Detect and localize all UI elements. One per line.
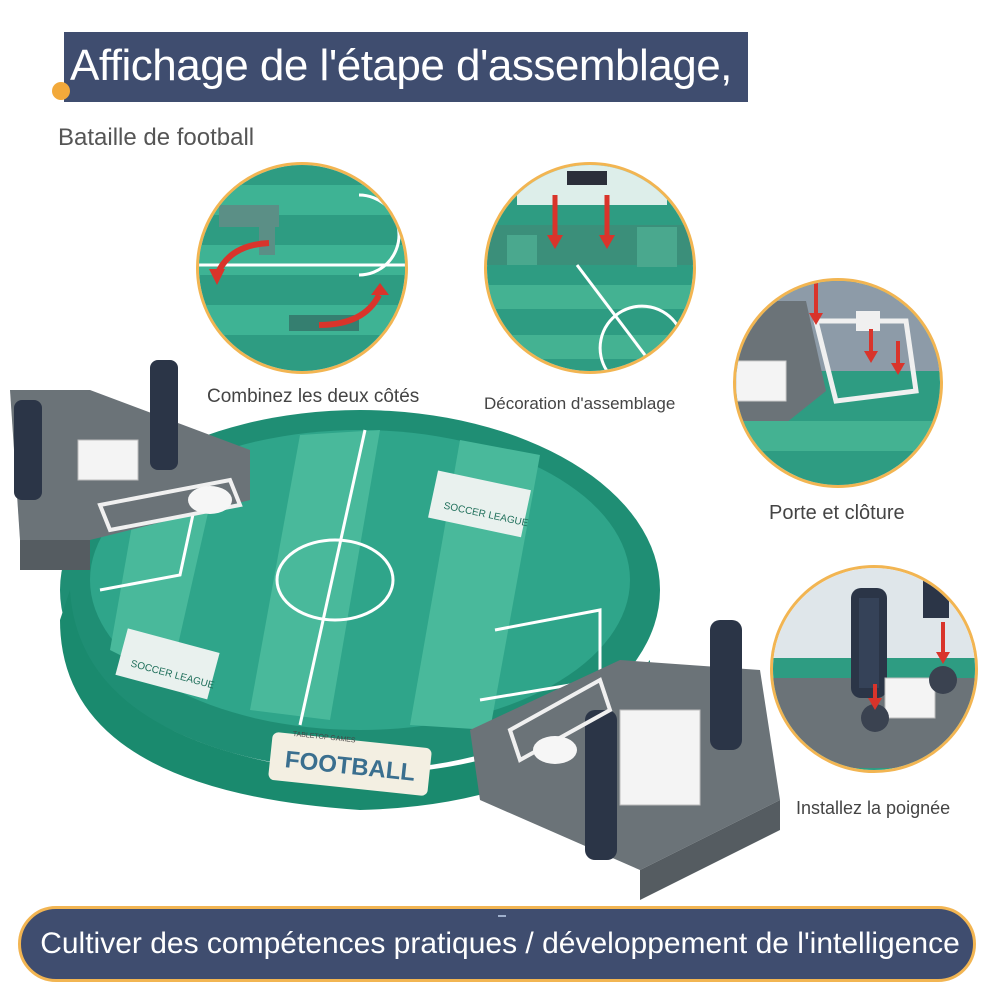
page-title: Affichage de l'étape d'assemblage, <box>70 41 732 90</box>
step-image-combine-sides <box>196 162 408 374</box>
step-caption-combine-sides: Combinez les deux côtés <box>207 386 420 407</box>
page-subtitle: Bataille de football <box>58 124 255 151</box>
title-banner <box>64 32 748 102</box>
football-board-image: SOCCER LEAGUE SOCCER LEAGUE TABLETOP GAM… <box>10 360 780 900</box>
step-image-decoration <box>484 162 696 374</box>
step-caption-handle: Installez la poignée <box>796 798 951 818</box>
right-goal-unit <box>470 620 780 900</box>
handle-icon <box>773 568 975 770</box>
step-caption-goal-fence: Porte et clôture <box>769 502 905 524</box>
footer-text: Cultiver des compétences pratiques / dév… <box>40 927 960 960</box>
footer-mark <box>498 915 506 917</box>
left-goal-unit <box>10 360 250 570</box>
footer-banner: Cultiver des compétences pratiques / dév… <box>18 906 976 982</box>
step-caption-decoration: Décoration d'assemblage <box>484 394 676 413</box>
step-image-goal-fence <box>733 278 943 488</box>
step-image-handle <box>770 565 978 773</box>
goal-fence-icon <box>736 281 940 485</box>
title-dot <box>52 82 70 100</box>
join-sides-icon <box>199 165 405 371</box>
